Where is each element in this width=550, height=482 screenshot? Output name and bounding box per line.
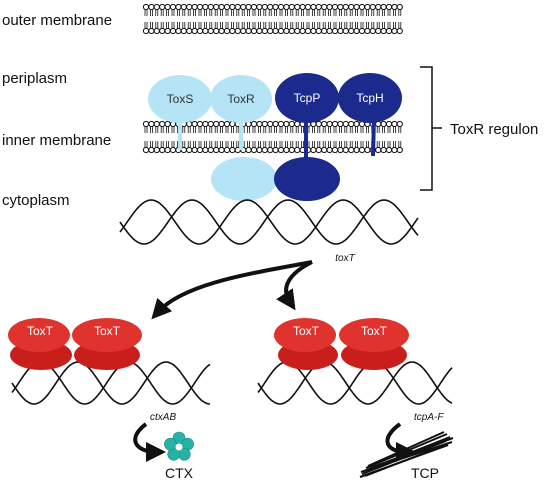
arrow-to-tcp [385, 422, 416, 462]
toxt-dna-helix [119, 199, 419, 245]
ctxab-gene-label: ctxAB [150, 412, 176, 423]
periplasm-label: periplasm [2, 70, 67, 87]
toxt-label-left-2: ToxT [94, 324, 121, 338]
toxs-label: ToxS [167, 92, 194, 106]
regulon-bracket [420, 66, 442, 191]
ctx-toxin-icon [164, 431, 194, 461]
tcph-label: TcpH [356, 91, 383, 105]
tcph-protein [338, 73, 402, 123]
tcp-label: TCP [411, 465, 439, 481]
toxt-label-left-1: ToxT [27, 324, 54, 338]
toxr-cytoplasmic-domain [211, 157, 277, 201]
toxt-dimer-left [8, 318, 142, 370]
inner-membrane-bilayer [142, 120, 403, 154]
toxt-gene-label: toxT [335, 253, 355, 264]
toxr-label: ToxR [227, 92, 255, 106]
toxt-dimer-right [274, 318, 409, 370]
outer-membrane-label: outer membrane [2, 12, 112, 29]
toxs-protein [148, 75, 212, 123]
tcpaf-dna-helix [257, 361, 453, 405]
toxt-label-right-1: ToxT [293, 324, 320, 338]
cytoplasm-label: cytoplasm [2, 192, 70, 209]
inner-membrane-label: inner membrane [2, 132, 111, 149]
arrow-to-ctx [133, 422, 166, 462]
regulon-label: ToxR regulon [450, 121, 538, 138]
toxr-protein [210, 75, 272, 123]
tcph-transmembrane [371, 117, 376, 157]
arrow-to-tcpaf [276, 260, 313, 311]
outer-membrane-bilayer [142, 3, 403, 35]
arrow-to-ctxab [151, 260, 313, 320]
toxt-label-right-2: ToxT [361, 324, 388, 338]
ctx-label: CTX [165, 465, 194, 481]
tcpp-protein [275, 73, 339, 123]
tcpp-label: TcpP [294, 91, 321, 105]
tcpp-cytoplasmic-domain [274, 157, 340, 201]
tcpaf-gene-label: tcpA-F [414, 412, 444, 423]
tcp-pilus-bundle-icon [359, 431, 454, 478]
